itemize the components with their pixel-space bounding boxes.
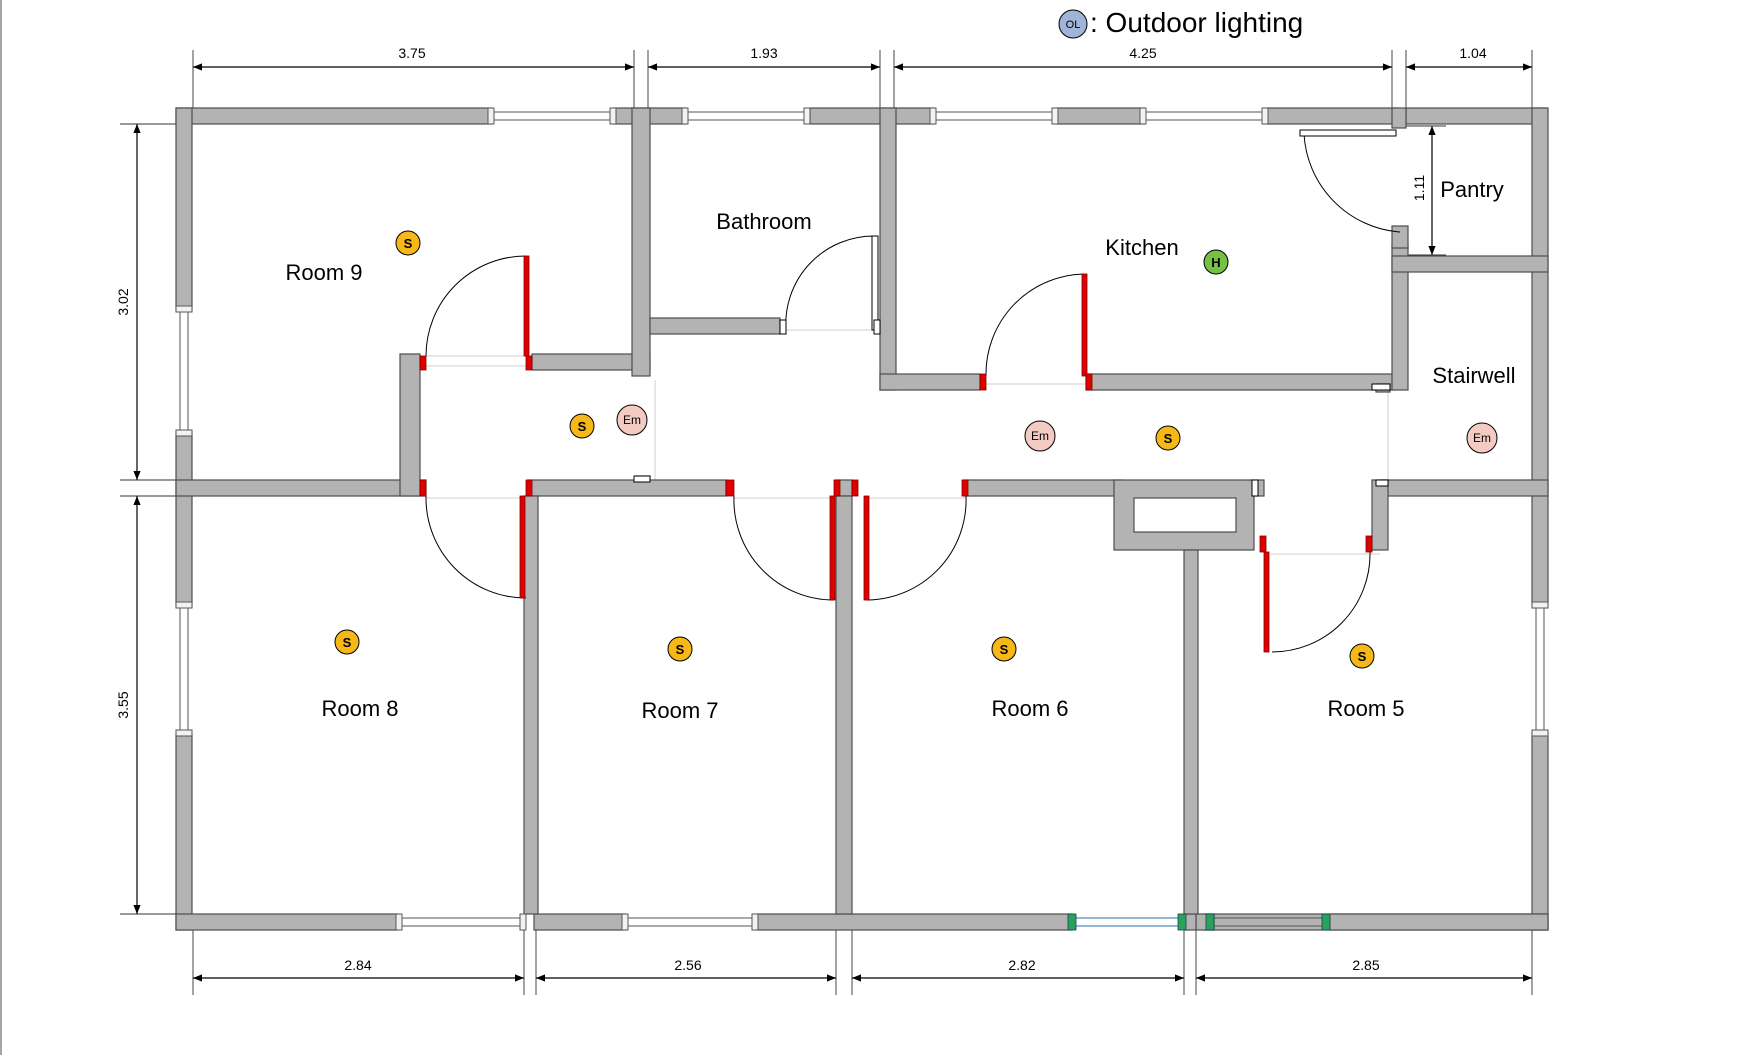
room-8-label: Room 8 xyxy=(321,696,398,721)
doors xyxy=(419,129,1401,653)
socket-icon: S xyxy=(569,413,595,439)
openings xyxy=(426,329,1389,555)
stairwell-label: Stairwell xyxy=(1432,363,1515,388)
dim-left-2: 3.55 xyxy=(115,691,131,718)
emergency-light-icon: Em xyxy=(1024,420,1056,452)
svg-text:Em: Em xyxy=(1031,429,1049,443)
svg-text:S: S xyxy=(1164,431,1173,446)
legend: OL : Outdoor lighting xyxy=(1058,7,1303,39)
fixtures: S S S S S S S Em Em Em H xyxy=(334,230,1498,669)
svg-text:S: S xyxy=(676,642,685,657)
dim-bottom-3: 2.82 xyxy=(1008,957,1035,973)
bathroom-label: Bathroom xyxy=(716,209,811,234)
dim-bottom-4: 2.85 xyxy=(1352,957,1379,973)
room-6-label: Room 6 xyxy=(991,696,1068,721)
dim-left-1: 3.02 xyxy=(115,288,131,315)
socket-icon: S xyxy=(1155,425,1181,451)
dim-top-2: 1.93 xyxy=(750,45,777,61)
svg-text:Em: Em xyxy=(623,413,641,427)
socket-icon: S xyxy=(334,629,360,655)
svg-text:S: S xyxy=(578,419,587,434)
dim-bottom-1: 2.84 xyxy=(344,957,371,973)
kitchen-label: Kitchen xyxy=(1105,235,1178,260)
room-labels: Room 9 Bathroom Kitchen Pantry Stairwell… xyxy=(285,177,1515,723)
svg-text:H: H xyxy=(1211,255,1220,270)
dim-top-3: 4.25 xyxy=(1129,45,1156,61)
svg-text:Em: Em xyxy=(1473,431,1491,445)
windows xyxy=(175,107,1549,931)
room-7-label: Room 7 xyxy=(641,698,718,723)
socket-icon: S xyxy=(395,230,421,256)
svg-text:S: S xyxy=(1000,642,1009,657)
svg-text:S: S xyxy=(343,635,352,650)
legend-label: : Outdoor lighting xyxy=(1090,7,1303,38)
dimension-lines: 3.75 1.93 4.25 1.04 2.84 2.56 2.82 2.85 … xyxy=(115,45,1533,995)
dim-top-4: 1.04 xyxy=(1459,45,1486,61)
walls xyxy=(175,107,1549,931)
dim-bottom-2: 2.56 xyxy=(674,957,701,973)
socket-icon: S xyxy=(991,636,1017,662)
outdoor-lighting-icon xyxy=(1058,9,1088,39)
dim-top-1: 3.75 xyxy=(398,45,425,61)
room-9-label: Room 9 xyxy=(285,260,362,285)
room-5-label: Room 5 xyxy=(1327,696,1404,721)
emergency-light-icon: Em xyxy=(1466,422,1498,454)
legend-symbol: OL xyxy=(1066,19,1081,31)
svg-text:S: S xyxy=(1358,649,1367,664)
heater-icon: H xyxy=(1203,249,1229,275)
dim-pantry: 1.11 xyxy=(1411,175,1427,201)
pantry-label: Pantry xyxy=(1440,177,1504,202)
socket-icon: S xyxy=(1349,643,1375,669)
emergency-light-icon: Em xyxy=(616,404,648,436)
socket-icon: S xyxy=(667,636,693,662)
svg-text:S: S xyxy=(404,236,413,251)
